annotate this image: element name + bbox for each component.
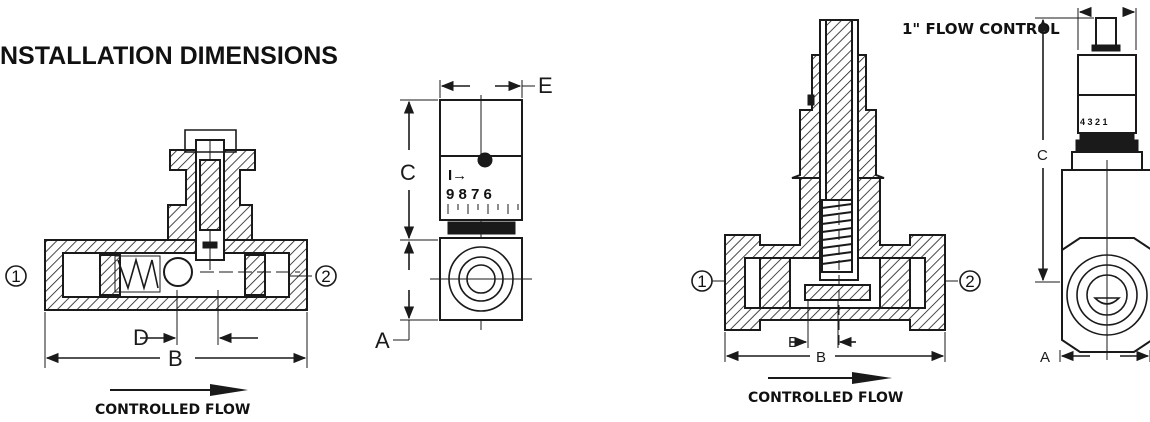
left-dim-d-label: D [133,325,149,350]
left-port-2-marker [315,265,337,287]
right-dim-d-label: D [788,334,799,351]
right-port-2-label: 2 [965,272,974,291]
right-flow-arrow [852,372,892,384]
right-port-1-label: 1 [697,272,706,291]
page-title: NSTALLATION DIMENSIONS [0,42,338,70]
check-ball [163,257,193,287]
left-valve-end-view: I→ 9 8 7 6 E C A [375,73,553,353]
right-dim-a-label: A [1040,349,1050,366]
right-scale-marks: 4 3 2 1 [1080,117,1108,127]
left-port-1-label: 1 [11,267,20,286]
right-port-2-marker [959,270,981,292]
left-dim-b-label: B [168,346,183,371]
left-dim-e-label: E [538,73,553,98]
left-dim-c-label: C [400,160,416,185]
right-view-title: 1" FLOW CONTROL [902,20,1060,38]
left-port-2-label: 2 [321,267,330,286]
left-scale-arrow: I→ [448,167,467,184]
left-flow-arrow [210,384,248,396]
right-flow-label: CONTROLLED FLOW [748,390,903,406]
check-spring [114,255,161,293]
right-valve-end-view: 1" FLOW CONTROL 4 3 2 1 C A [902,6,1150,366]
right-dim-c-label: C [1037,147,1048,164]
left-port-1-marker [5,265,27,287]
right-valve-side-view: D B 1 2 CONTROLLED FLOW [691,19,981,406]
right-dim-b-label: B [816,349,826,366]
left-valve-side-view: D B 1 2 CONTROLLED FLOW [5,129,337,418]
left-scale-marks: 9 8 7 6 [446,186,492,203]
set-screw [477,152,493,168]
left-dim-a-label: A [375,328,390,353]
threaded-stem [821,199,853,273]
left-flow-label: CONTROLLED FLOW [95,402,250,418]
